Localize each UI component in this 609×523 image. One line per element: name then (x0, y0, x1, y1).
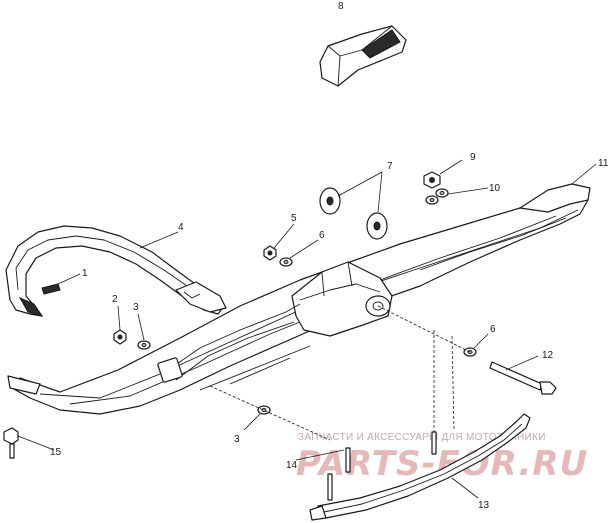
callout-labels: 1 2 3 4 5 6 7 8 9 10 11 6 12 3 15 14 13 (50, 1, 609, 511)
callout-6-right: 6 (490, 324, 496, 335)
part-10-washers (425, 188, 449, 205)
callout-1: 1 (82, 268, 88, 279)
part-15-bolt (3, 427, 19, 459)
part-1-clip (41, 283, 61, 295)
callout-15: 15 (50, 447, 62, 458)
callout-11: 11 (598, 158, 609, 169)
part-8-ski-cap (319, 25, 407, 87)
part-14-studs (327, 431, 437, 501)
callout-6-upper: 6 (319, 230, 325, 241)
callout-4: 4 (178, 222, 184, 233)
callout-13: 13 (478, 500, 490, 511)
watermark-tagline: ЗАПЧАСТИ И АКСЕССУАРЫ ДЛЯ МОТОТЕХНИКИ (298, 432, 546, 443)
callout-14: 14 (286, 460, 298, 471)
part-6-washer-upper (279, 257, 293, 267)
part-3-washer-upper (137, 340, 151, 350)
part-4-ski-loop (5, 225, 227, 317)
part-3-washer-lower (257, 405, 271, 415)
part-12-bolt (489, 361, 557, 395)
callout-10: 10 (489, 183, 501, 194)
leader-lines (17, 159, 597, 499)
callout-7: 7 (387, 161, 393, 172)
callout-9: 9 (470, 152, 476, 163)
callout-8: 8 (338, 1, 344, 12)
callout-3-lower: 3 (234, 434, 240, 445)
callout-5: 5 (291, 213, 297, 224)
part-2-nut (113, 329, 127, 345)
part-9-nut (423, 171, 441, 189)
callout-12: 12 (542, 350, 554, 361)
part-11-ski-body (7, 183, 591, 415)
part-13-wear-bar (309, 413, 531, 521)
callout-2: 2 (112, 294, 118, 305)
callout-3-upper: 3 (133, 302, 139, 313)
part-7-washers (319, 187, 388, 240)
part-5-nut (263, 245, 277, 261)
